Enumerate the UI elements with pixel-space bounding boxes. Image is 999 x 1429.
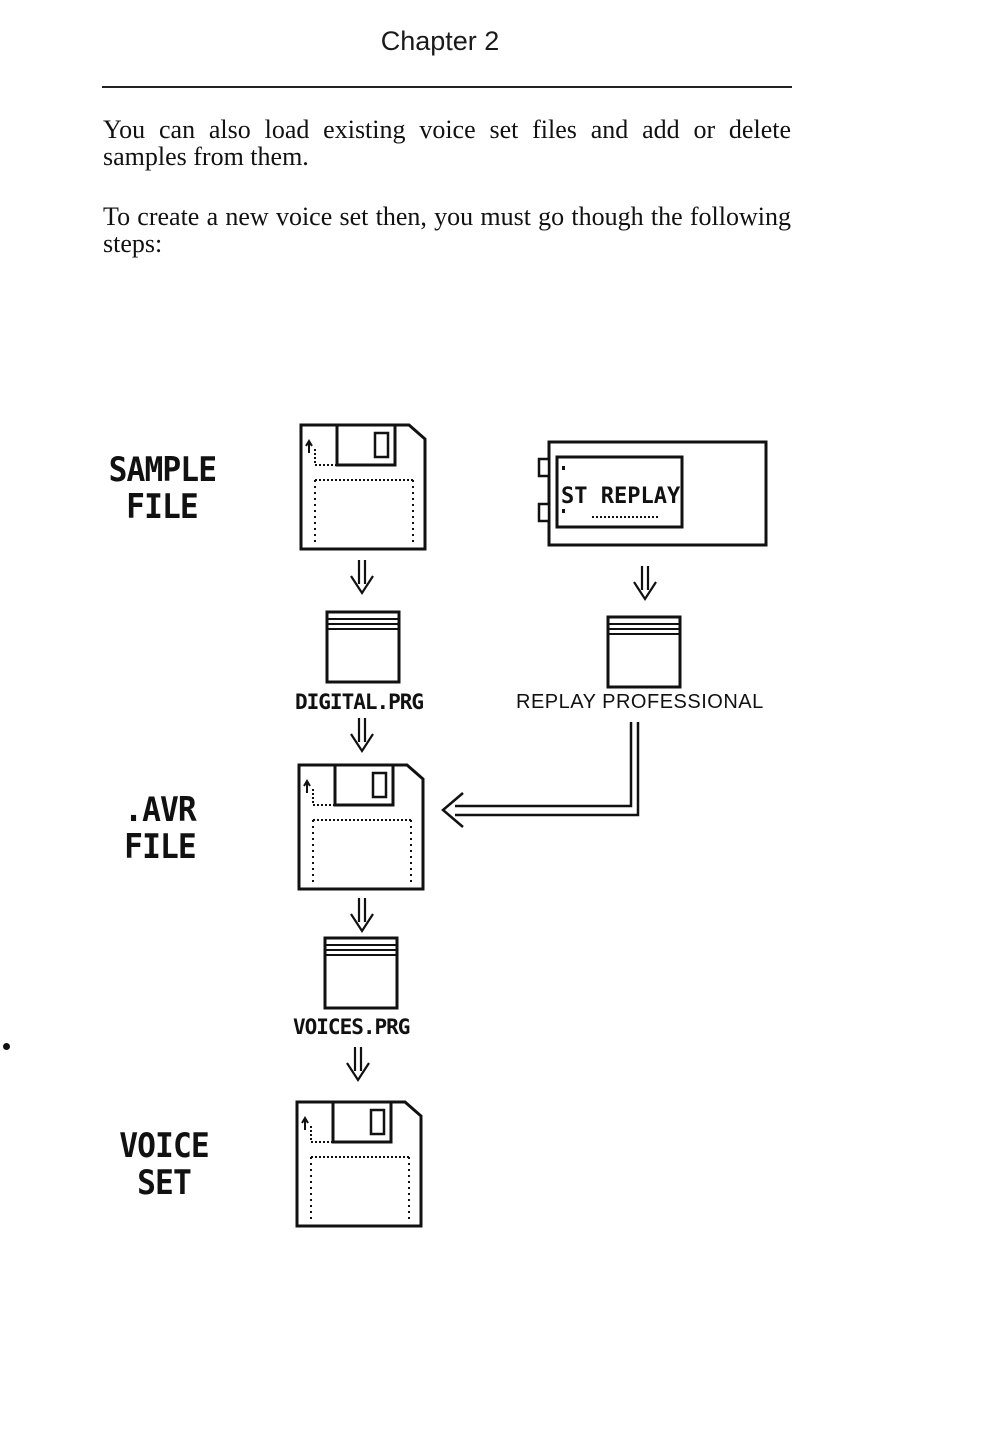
left-arrow-icon: [441, 722, 640, 828]
stage-label-avr-file: .AVR FILE: [116, 792, 204, 866]
floppy-disk-icon: [297, 763, 425, 891]
down-arrow-icon: [349, 716, 375, 753]
stage-label-line: FILE: [126, 487, 199, 527]
stage-label-line: SET: [137, 1163, 192, 1203]
intro-paragraph: You can also load existing voice set fil…: [103, 115, 791, 171]
program-box-icon: [323, 936, 399, 1010]
program-box-icon: [606, 615, 682, 689]
down-arrow-icon: [632, 564, 658, 601]
program-label-digital: DIGITAL.PRG: [295, 690, 424, 714]
header-rule: [102, 86, 792, 88]
floppy-disk-icon: [295, 1100, 423, 1228]
floppy-disk-icon: [299, 423, 427, 551]
program-box-icon: [325, 610, 401, 684]
program-label-replay: REPLAY PROFESSIONAL: [516, 691, 764, 713]
down-arrow-icon: [349, 896, 375, 933]
stage-label-line: SAMPLE: [108, 450, 217, 490]
steps-paragraph: To create a new voice set then, you must…: [103, 202, 791, 258]
program-label-voices: VOICES.PRG: [293, 1015, 410, 1039]
stage-label-line: .AVR: [124, 790, 197, 830]
chapter-header: Chapter 2: [380, 26, 500, 56]
margin-mark: [3, 1043, 10, 1050]
stage-label-sample-file: SAMPLE FILE: [108, 450, 217, 527]
down-arrow-icon: [345, 1045, 371, 1082]
down-arrow-icon: [349, 558, 375, 595]
stage-label-voice-set: VOICE SET: [116, 1128, 212, 1202]
stage-label-line: FILE: [124, 827, 197, 867]
cartridge-label: ST REPLAY: [561, 484, 681, 509]
cartridge-icon: ST REPLAY: [537, 440, 768, 547]
stage-label-line: VOICE: [119, 1126, 209, 1166]
